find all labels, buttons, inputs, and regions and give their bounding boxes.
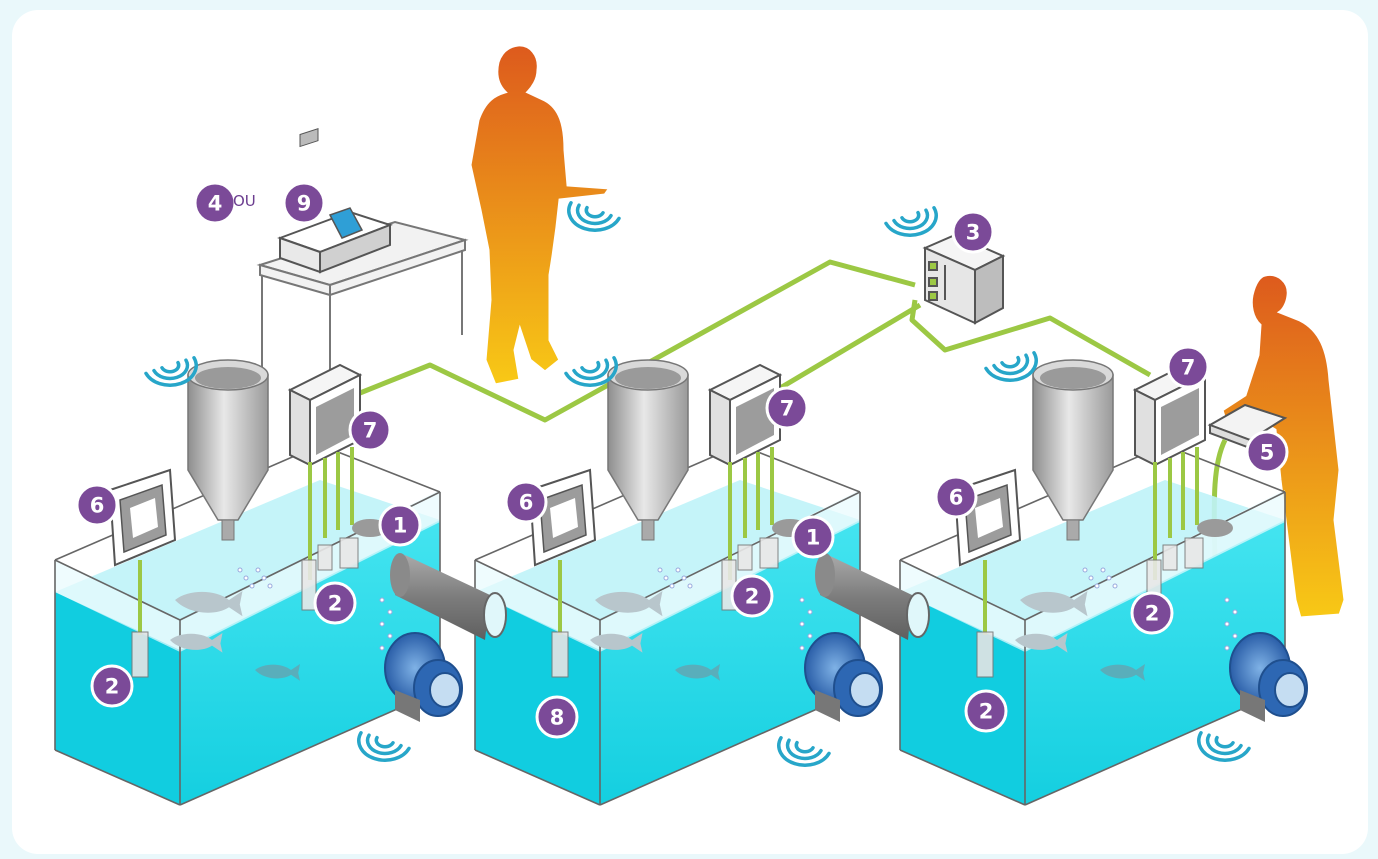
marker-badge-display-tank1: 6 (75, 483, 119, 527)
sensor-probe-icon (976, 631, 994, 678)
feeder-hopper-icon[interactable] (1032, 359, 1114, 541)
marker-badge-probe-group-tank1: 1 (378, 503, 422, 547)
wireless-signal-icon (884, 206, 938, 237)
air-pump-icon[interactable] (1229, 632, 1308, 722)
marker-number: 2 (979, 700, 994, 724)
marker-badge-benchtop-meter: 4 (193, 181, 237, 225)
marker-number: 6 (949, 486, 964, 510)
air-pump-icon[interactable] (384, 632, 463, 722)
tank-side-water (900, 592, 1025, 805)
marker-number: 9 (297, 192, 312, 216)
marker-number: 2 (745, 585, 760, 609)
wireless-signal-icon (1197, 731, 1251, 762)
display-unit-icon[interactable] (108, 468, 177, 567)
marker-badge-probe-group-tank2: 1 (791, 515, 835, 559)
fish-icon (175, 591, 243, 617)
sensor-probe-icon (1162, 544, 1178, 571)
marker-badge-sensor-tank2-top: 2 (730, 574, 774, 618)
sensor-probe-icon (339, 537, 359, 569)
fish-icon (675, 664, 720, 681)
marker-number: 6 (90, 494, 105, 518)
wireless-signal-icon (567, 201, 621, 232)
marker-number: 1 (393, 514, 408, 538)
wireless-signal-icon (984, 351, 1038, 382)
marker-badge-display-tank2: 6 (504, 480, 548, 524)
marker-number: 4 (208, 192, 223, 216)
sensor-probe-icon (317, 544, 333, 571)
sensor-probe-icon (131, 631, 149, 678)
network-cables (354, 259, 1152, 423)
wireless-signal-icon (357, 731, 411, 762)
marker-number: 2 (1145, 602, 1160, 626)
controller-box-icon[interactable] (707, 363, 783, 467)
marker-number: 1 (806, 526, 821, 550)
marker-badge-handheld-meter: 5 (1245, 430, 1289, 474)
marker-number: 2 (105, 675, 120, 699)
fish-icon (170, 633, 223, 653)
marker-badge-sensor-tank2-bottom: 8 (535, 695, 579, 739)
sensor-probe-icon (1184, 537, 1204, 569)
or-label: OU (233, 192, 256, 210)
controller-box-icon[interactable] (1132, 363, 1208, 467)
fish-icon (590, 633, 643, 653)
marker-badge-sensor-tank1-top: 2 (313, 581, 357, 625)
person-silhouette-icon (468, 43, 613, 387)
marker-badge-controller-tank2: 7 (765, 386, 809, 430)
feeder-hopper-icon[interactable] (187, 359, 269, 541)
marker-badge-display-tank3: 6 (934, 475, 978, 519)
fish-icon (255, 664, 300, 681)
air-pump-icon[interactable] (804, 632, 883, 722)
marker-number: 2 (328, 592, 343, 616)
tank-front-water (180, 520, 440, 805)
marker-number: 7 (780, 397, 795, 421)
marker-badge-sensor-tank1-bottom: 2 (90, 664, 134, 708)
feeder-hopper-icon[interactable] (607, 359, 689, 541)
marker-badge-sensor-tank3-top: 2 (1130, 591, 1174, 635)
fish-icon (1015, 633, 1068, 653)
wireless-signal-icon (564, 356, 618, 387)
marker-badge-sensor-tank3-bottom: 2 (964, 689, 1008, 733)
marker-number: 7 (363, 419, 378, 443)
fish-tank-3 (899, 359, 1308, 806)
sensor-probe-icon (301, 559, 317, 611)
fish-tank-1 (54, 359, 463, 806)
controller-box-icon[interactable] (287, 363, 363, 467)
marker-badge-controller-tank1: 7 (348, 408, 392, 452)
marker-badge-data-hub: 3 (951, 210, 995, 254)
marker-number: 8 (550, 706, 565, 730)
wireless-signal-icon (777, 736, 831, 767)
marker-badge-controller-tank3: 7 (1166, 345, 1210, 389)
fish-icon (1020, 591, 1088, 617)
sensor-probe-icon (551, 631, 569, 678)
display-unit-icon[interactable] (528, 468, 597, 567)
connecting-pipe (390, 553, 507, 640)
tank-front-water (1025, 520, 1285, 805)
fish-icon (1100, 664, 1145, 681)
fish-icon (595, 591, 663, 617)
marker-number: 3 (966, 221, 981, 245)
marker-number: 7 (1181, 356, 1196, 380)
sensor-probe-icon (737, 544, 753, 571)
benchtop-meter-icon[interactable] (277, 128, 393, 274)
marker-number: 5 (1260, 441, 1275, 465)
connecting-pipe (815, 553, 930, 640)
data-logger-icon[interactable] (922, 233, 1006, 325)
wireless-signal-icon (144, 356, 198, 387)
marker-number: 6 (519, 491, 534, 515)
sensor-probe-icon (759, 537, 779, 569)
marker-badge-benchtop-meter-alt: 9 (282, 181, 326, 225)
tank-front-water (600, 520, 860, 805)
tank-side-water (475, 592, 600, 805)
